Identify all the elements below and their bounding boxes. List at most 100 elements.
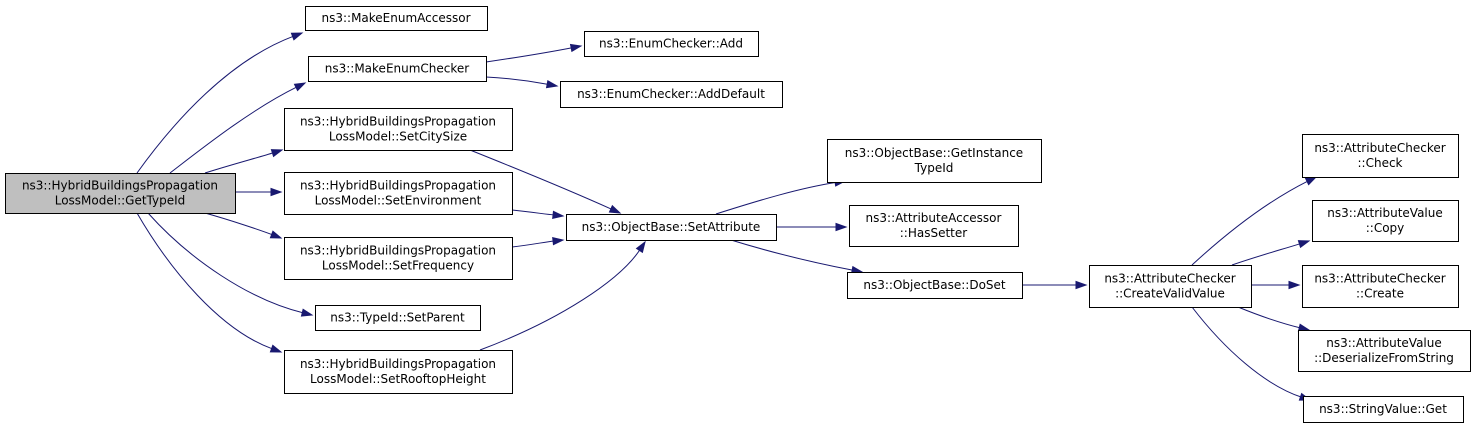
node-setAttribute[interactable]: ns3::ObjectBase::SetAttribute <box>566 214 777 241</box>
arrowhead-icon <box>269 344 283 353</box>
arrowhead-icon <box>635 240 646 254</box>
node-label: LossModel::GetTypeId <box>55 194 186 208</box>
edge-setAttribute-to-hasSetter <box>775 222 848 232</box>
node-box <box>1298 330 1471 372</box>
node-box <box>284 108 513 151</box>
node-label: ns3::AttributeValue <box>1326 336 1442 350</box>
node-label: ::CreateValidValue <box>1115 287 1225 301</box>
node-enumAdd[interactable]: ns3::EnumChecker::Add <box>584 31 759 57</box>
node-label: ns3::AttributeChecker <box>1104 272 1235 286</box>
node-createValidValue[interactable]: ns3::AttributeChecker::CreateValidValue <box>1089 265 1252 308</box>
edge-setFrequency-to-setAttribute <box>511 236 565 248</box>
edge-line <box>511 209 555 216</box>
arrowhead-icon <box>1297 240 1311 249</box>
edge-root-to-setFrequency <box>204 212 283 239</box>
arrowhead-icon <box>269 230 283 239</box>
node-deserialize[interactable]: ns3::AttributeValue::DeserializeFromStri… <box>1298 330 1471 372</box>
node-check[interactable]: ns3::AttributeChecker::Check <box>1302 134 1459 178</box>
edge-doSet-to-createValidValue <box>1022 280 1088 290</box>
arrowhead-icon <box>270 187 283 197</box>
node-box <box>308 56 487 82</box>
edge-line <box>1237 306 1301 329</box>
node-box <box>1089 265 1252 308</box>
node-setRooftopHeight[interactable]: ns3::HybridBuildingsPropagationLossModel… <box>284 350 513 394</box>
edge-createValidValue-to-create <box>1251 280 1301 290</box>
node-label: ns3::AttributeAccessor <box>866 211 1002 225</box>
node-box <box>284 237 513 280</box>
edge-line <box>169 86 298 174</box>
edge-root-to-makeEnumChecker <box>169 82 307 174</box>
node-enumAddDefault[interactable]: ns3::EnumChecker::AddDefault <box>560 81 783 108</box>
arrowhead-icon <box>1288 280 1301 290</box>
arrowhead-icon <box>1304 176 1318 186</box>
node-label: LossModel::SetFrequency <box>322 259 474 273</box>
edge-line <box>511 240 555 248</box>
node-box <box>1302 134 1459 178</box>
node-label: ns3::StringValue::Get <box>1319 402 1447 416</box>
node-doSet[interactable]: ns3::ObjectBase::DoSet <box>847 272 1023 299</box>
node-setEnvironment[interactable]: ns3::HybridBuildingsPropagationLossModel… <box>284 172 513 215</box>
node-box <box>566 214 777 241</box>
edge-line <box>485 47 573 63</box>
edge-createValidValue-to-stringGet <box>1191 306 1312 401</box>
node-makeEnumChecker[interactable]: ns3::MakeEnumChecker <box>308 56 487 82</box>
edge-root-to-setCitySize <box>204 149 284 174</box>
node-box <box>305 6 488 31</box>
node-setParent[interactable]: ns3::TypeId::SetParent <box>315 305 481 331</box>
node-box <box>315 305 481 331</box>
node-stringGet[interactable]: ns3::StringValue::Get <box>1303 396 1464 423</box>
arrowhead-icon <box>569 43 583 53</box>
nodes-layer: ns3::HybridBuildingsPropagationLossModel… <box>5 6 1471 423</box>
node-label: ns3::AttributeValue <box>1327 206 1443 220</box>
node-label: ns3::ObjectBase::DoSet <box>863 278 1006 292</box>
node-hasSetter[interactable]: ns3::AttributeAccessor::HasSetter <box>849 205 1019 247</box>
node-label: TypeId <box>914 161 954 175</box>
node-label: ::HasSetter <box>900 226 968 240</box>
node-label: ::DeserializeFromString <box>1314 351 1454 365</box>
edge-line <box>715 181 837 215</box>
node-label: ns3::HybridBuildingsPropagation <box>300 244 496 258</box>
edge-root-to-setRooftopHeight <box>136 212 283 353</box>
edge-setRooftopHeight-to-setAttribute <box>479 240 646 351</box>
edge-line <box>204 212 273 236</box>
edge-line <box>136 212 273 350</box>
arrowhead-icon <box>293 82 307 92</box>
node-setCitySize[interactable]: ns3::HybridBuildingsPropagationLossModel… <box>284 108 513 151</box>
node-label: LossModel::SetEnvironment <box>315 194 482 208</box>
edge-line <box>485 76 549 85</box>
node-makeEnumAccessor[interactable]: ns3::MakeEnumAccessor <box>305 6 488 31</box>
edge-createValidValue-to-deserialize <box>1237 306 1311 332</box>
node-box <box>1312 200 1459 242</box>
edge-line <box>730 239 854 271</box>
node-label: ::Create <box>1356 287 1404 301</box>
edge-createValidValue-to-check <box>1191 176 1318 266</box>
node-copy[interactable]: ns3::AttributeValue::Copy <box>1312 200 1459 242</box>
edge-line <box>204 152 274 174</box>
node-box <box>284 172 513 215</box>
node-box <box>1302 265 1459 308</box>
node-label: ns3::HybridBuildingsPropagation <box>300 179 496 193</box>
edge-makeEnumChecker-to-enumAddDefault <box>485 76 559 89</box>
edge-root-to-setParent <box>147 212 314 317</box>
arrowhead-icon <box>835 222 848 232</box>
arrowhead-icon <box>1075 280 1088 290</box>
node-box <box>1303 396 1464 423</box>
node-box <box>849 205 1019 247</box>
arrowhead-icon <box>552 210 565 220</box>
edge-line <box>136 35 294 174</box>
node-label: ns3::HybridBuildingsPropagation <box>22 179 218 193</box>
node-label: ::Copy <box>1366 221 1405 235</box>
node-box <box>584 31 759 57</box>
node-label: LossModel::SetCitySize <box>329 130 467 144</box>
node-create[interactable]: ns3::AttributeChecker::Create <box>1302 265 1459 308</box>
edge-line <box>469 149 612 210</box>
node-box <box>847 272 1023 299</box>
node-setFrequency[interactable]: ns3::HybridBuildingsPropagationLossModel… <box>284 237 513 280</box>
edge-line <box>147 212 304 314</box>
node-label: ns3::TypeId::SetParent <box>330 311 465 325</box>
edge-setEnvironment-to-setAttribute <box>511 209 565 220</box>
node-label: LossModel::SetRooftopHeight <box>310 372 486 386</box>
arrowhead-icon <box>608 204 622 214</box>
